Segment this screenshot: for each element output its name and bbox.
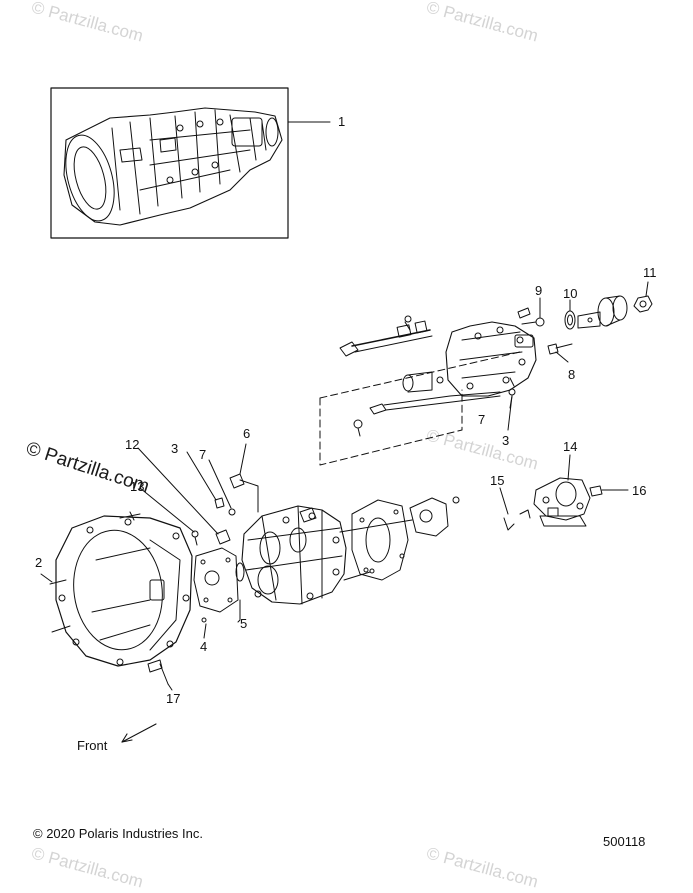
front-plate <box>193 547 239 623</box>
callout-2: 2 <box>35 555 43 570</box>
assembly-inset-frame <box>50 87 289 239</box>
callout-15: 15 <box>490 473 505 488</box>
shift-linkage <box>533 477 591 527</box>
leader-14 <box>567 454 571 481</box>
front-arrow-head <box>121 733 133 743</box>
callout-11: 11 <box>643 265 657 280</box>
callout-3-left: 3 <box>171 441 179 456</box>
leader-3b <box>507 395 513 431</box>
seal-5 <box>235 562 245 582</box>
callout-5: 5 <box>240 616 248 631</box>
leader-4 <box>203 623 207 639</box>
transmission-assembly-drawing <box>63 107 283 226</box>
copyright-text: © 2020 Polaris Industries Inc. <box>33 826 203 841</box>
callout-13: 13 <box>130 479 145 494</box>
leader-15 <box>499 487 509 515</box>
callout-1: 1 <box>338 114 346 129</box>
output-yoke <box>577 295 628 329</box>
callout-16: 16 <box>632 483 647 498</box>
front-direction-label: Front <box>77 738 108 753</box>
callout-12: 12 <box>125 437 140 452</box>
leader-12 <box>137 447 219 535</box>
callout-3-right: 3 <box>502 433 510 448</box>
leader-17 <box>167 683 173 691</box>
callout-14: 14 <box>563 439 578 454</box>
callout-7-right: 7 <box>478 412 486 427</box>
bell-housing <box>55 515 193 667</box>
callout-10: 10 <box>563 286 578 301</box>
leader-3a <box>186 451 217 501</box>
center-plate <box>351 499 409 581</box>
callout-9: 9 <box>535 283 543 298</box>
callout-17: 17 <box>166 691 181 706</box>
callout-8: 8 <box>568 367 576 382</box>
callout-6: 6 <box>243 426 251 441</box>
gasket <box>409 496 460 537</box>
diagram-number: 500118 <box>603 834 646 849</box>
upper-shift-group <box>339 315 501 437</box>
leader-6 <box>239 443 247 475</box>
leader-7a <box>208 459 232 509</box>
main-case <box>241 505 347 605</box>
front-arrow-shaft <box>121 723 157 743</box>
callout-4: 4 <box>200 639 208 654</box>
leader-2 <box>40 573 53 583</box>
rear-housing-upper <box>445 321 537 397</box>
callout-7-left: 7 <box>199 447 207 462</box>
leader-11 <box>645 281 649 297</box>
leader-13 <box>139 487 195 533</box>
leader-5 <box>237 599 241 623</box>
subassembly-outline <box>319 351 521 466</box>
leader-8 <box>555 351 569 363</box>
